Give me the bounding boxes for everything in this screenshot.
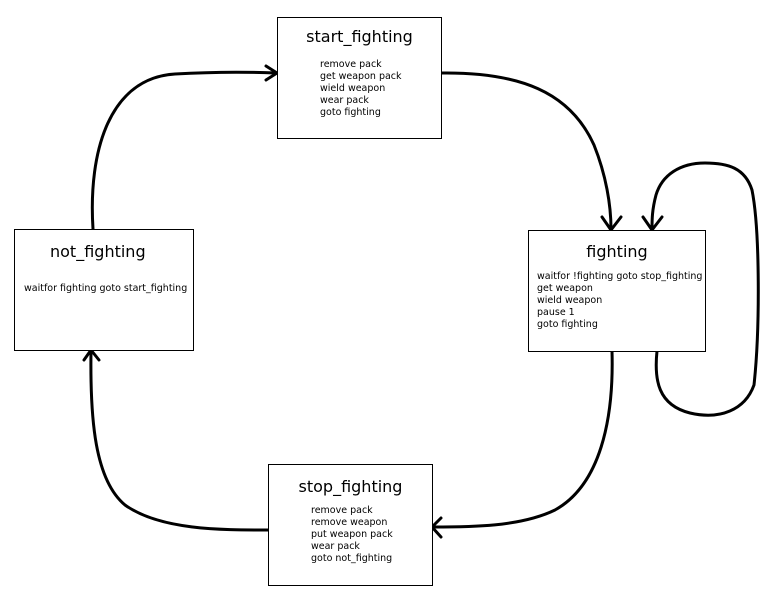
- state-fighting: fighting waitfor !fighting goto stop_fig…: [528, 230, 706, 352]
- edge-start-to-fighting: [439, 71, 613, 231]
- state-start-fighting: start_fighting remove pack get weapon pa…: [277, 17, 442, 139]
- action-line: wield weapon: [320, 83, 386, 94]
- action-line: goto fighting: [320, 107, 381, 118]
- edge-not-to-start: [90, 70, 278, 231]
- action-line: remove pack: [311, 505, 373, 516]
- action-line: goto fighting: [537, 319, 598, 330]
- action-line: waitfor fighting goto start_fighting: [24, 283, 188, 294]
- action-line: get weapon pack: [320, 71, 402, 82]
- action-line: put weapon pack: [311, 529, 393, 540]
- action-line: wear pack: [320, 95, 369, 106]
- state-not-fighting: not_fighting waitfor fighting goto start…: [14, 229, 194, 351]
- action-line: wear pack: [311, 541, 360, 552]
- state-title-not-fighting: not_fighting: [50, 242, 146, 261]
- action-line: wield weapon: [537, 295, 603, 306]
- edge-stop-to-not: [89, 349, 270, 532]
- action-line: remove pack: [320, 59, 382, 70]
- state-actions-start-fighting: remove pack get weapon pack wield weapon…: [320, 59, 402, 119]
- state-title-start-fighting: start_fighting: [306, 27, 413, 46]
- state-title-fighting: fighting: [586, 242, 648, 261]
- action-line: remove weapon: [311, 517, 388, 528]
- state-actions-stop-fighting: remove pack remove weapon put weapon pac…: [311, 505, 393, 565]
- state-title-stop-fighting: stop_fighting: [298, 477, 403, 496]
- state-actions-not-fighting: waitfor fighting goto start_fighting: [24, 283, 187, 295]
- edge-fighting-to-stop: [431, 349, 614, 529]
- edge-fighting-self-loop: [650, 161, 760, 417]
- action-line: goto not_fighting: [311, 553, 393, 564]
- action-line: waitfor !fighting goto stop_fighting: [537, 271, 703, 282]
- state-actions-fighting: waitfor !fighting goto stop_fighting get…: [537, 271, 702, 331]
- action-line: pause 1: [537, 307, 575, 318]
- action-line: get weapon: [537, 283, 593, 294]
- state-stop-fighting: stop_fighting remove pack remove weapon …: [268, 464, 433, 586]
